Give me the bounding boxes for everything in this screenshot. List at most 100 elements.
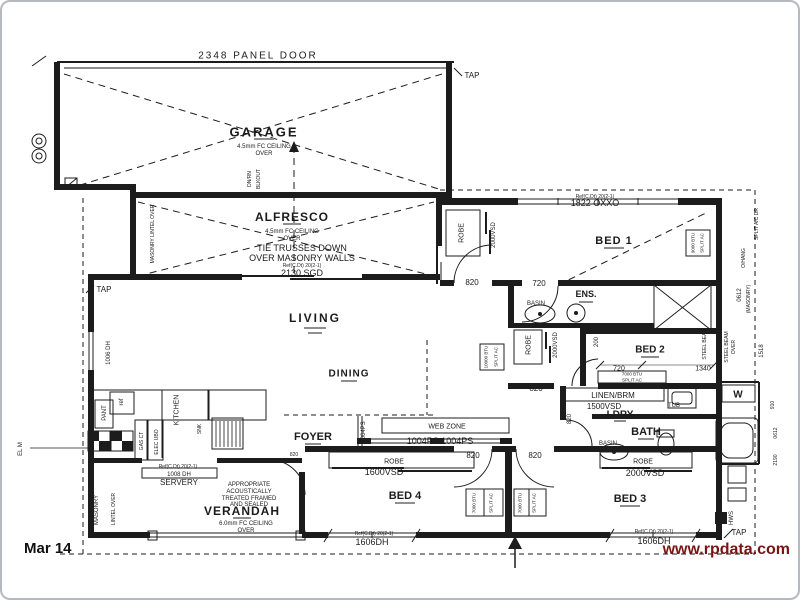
bed1-robe-door-label: 2000VSD [491,221,497,247]
verandah-corner-arc [269,459,306,496]
servery-window-label: 1008 DH [167,472,191,478]
verandah-door-label: 820 [290,452,299,458]
bed4-ac-label-2: SPLIT AC [489,492,494,512]
tap-label-bottom: TAP [732,528,747,537]
oven-checker-2 [122,441,133,451]
alfresco-label: ALFRESCO [255,210,329,224]
bed2-wall-bottom-1 [508,383,554,389]
bath-basin-label: BASIN [599,441,617,447]
ens-basin [524,304,556,324]
dim-0612-a: 0612 [737,288,743,302]
tap-label-left: TAP [97,285,112,294]
elec-ubo-label: ELEC UBO [154,429,160,454]
bed3-ac-box [513,488,547,517]
appliance-col-2 [147,419,164,461]
dim-2190: 2190 [773,454,779,465]
servery-label: SERVERY [160,478,199,487]
smudge-ldry [614,420,626,422]
door-720-ens: 720 [532,279,546,288]
acoustic-note-1: APPROPRIATE [228,482,270,488]
bed2-ac-label-1: 7000 BTU [622,372,642,377]
servery-ref: Ref(C.Dt) 20(2-1) [159,464,198,470]
bed4-ac-label-1: 7000 BTU [472,493,477,513]
shower-diag-2 [653,284,712,331]
servery-window-box [141,467,218,479]
garage-house-wall [136,192,448,198]
fridge-label: ref [119,398,125,405]
dim-1518: 1518 [759,344,765,358]
pantry-label: PANT [102,405,108,421]
bath-door-arc [565,419,593,447]
bed2-ac-label-2: SPLIT AC [622,378,642,383]
ps-wall-2 [430,438,444,444]
ps-window-v-label: 1004PS [361,421,367,442]
trough-box [667,387,697,409]
door-820-bed1: 820 [465,278,479,287]
linen-label: LINEN/BRM [591,391,635,400]
oven-checker-2 [111,431,122,441]
alfresco-truss-dash-1 [137,201,435,277]
bed3-robe-label: ROBE [633,458,653,465]
dim-0612-b: 0612 [773,427,779,438]
bed1-robe-label: ROBE [458,223,465,243]
bed1-label: BED 1 [595,235,632,247]
tap-label-garage: TAP [465,71,480,80]
kitchen-bench [161,389,209,421]
bed4-label: BED 4 [389,490,422,502]
garage-rot-note-2: BLKOUT [256,169,262,189]
beds-wall-top-1 [305,446,454,452]
bed2-dim-tick-3 [709,360,719,370]
masonry-label: MASONRY [94,495,100,525]
tap-mark-left [85,284,95,294]
sgd-ref: Ref(C.Dt) 20(2-1) [283,263,322,269]
bed4-door-arc [453,448,493,488]
lintel-over-label: LINTEL OVER [111,492,117,525]
hws-unit [715,512,727,524]
smudge-living-1 [304,327,326,329]
dim-1340: 1340 [695,365,711,372]
smudge-ens [579,301,593,303]
house-wall-bottom-1 [88,532,150,538]
dim-910: 910 [770,401,776,410]
dim-tick-1 [323,528,333,543]
hws-label: HWS [729,511,735,525]
bed3-ac-label-2: SPLIT AC [532,492,537,512]
dh2-label: 1606DH [637,536,670,546]
masonry-lintel-garage: MASONRY LINTEL OVER [150,204,156,263]
servery-wall-1 [94,458,142,463]
bed3-robe-door-label: 2000VSD [626,468,665,478]
bed1-ac-label-2: SPLIT AC [700,232,705,252]
ens-basin-label: BASIN [527,301,545,307]
dim-200: 200 [594,336,600,347]
verandah-post-1 [147,530,158,541]
house-wall-bottom-2 [302,532,328,538]
dh1-ref: Ref(C.Dt) 20(2-1) [355,531,394,537]
verandah-wall-right [299,472,305,534]
ps-wall-3 [500,438,512,444]
tub-label: TUB [668,403,680,409]
alfresco-truss-dash-2 [137,201,435,277]
webzone-desk [381,417,510,434]
bed2-wall-left [580,328,586,386]
beds-wall-top-3 [554,446,716,452]
dh2-ref: Ref(C.Dt) 20(2-1) [635,529,674,535]
ens-wall-bottom [508,323,654,328]
sink-label: SNK [197,423,203,434]
kitchen-label: KITCHEN [173,395,180,426]
bed-divider-wall [505,452,512,534]
trough-inner [671,391,693,405]
water-tank-outer-2 [31,148,47,164]
meter-box [64,177,78,189]
ens-door-arc [521,285,559,323]
steel-beam-1: STEEL BEAM [702,328,708,359]
ens-wall-left [508,286,514,328]
bed3-label: BED 3 [614,493,646,505]
ldry-door-label: 820 [529,384,543,393]
ens-robe-box [513,329,543,365]
verandah-ceiling-note-2: OVER [237,528,255,534]
ohang-label: O/HANG [741,248,747,268]
smudge-verandah [233,517,251,519]
ldry-door-arc [571,358,599,387]
smudge-alfresco [283,223,301,225]
